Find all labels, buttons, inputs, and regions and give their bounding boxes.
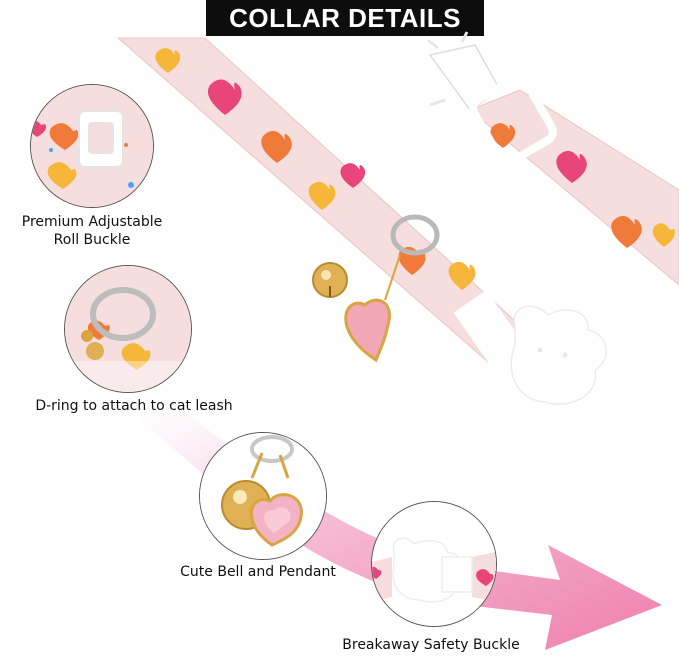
banner-title: COLLAR DETAILS [229,2,461,33]
breakaway-buckle [453,289,608,405]
heart-pendant [344,254,401,363]
collar-strap-right [469,89,679,286]
roll-buckle-caption-line1: Premium Adjustable [21,214,163,230]
d-ring [390,214,440,256]
bell [312,262,348,298]
collar-strap [116,37,526,363]
roll-buckle-caption-line2: Roll Buckle [53,232,131,248]
safety-buckle-caption: Breakaway Safety Buckle [342,637,520,653]
safety-buckle-callout [371,501,497,627]
safety-buckle-icon [372,502,496,626]
arrow-graphic [130,385,662,650]
d-ring-icon [65,266,191,392]
buckle-top [427,31,557,166]
d-ring-caption: D-ring to attach to cat leash [35,398,233,414]
d-ring-callout [64,265,192,393]
collar-details-banner: COLLAR DETAILS [206,0,484,36]
bell-pendant-icon [200,433,326,559]
roll-buckle-callout [30,84,154,208]
roll-buckle-icon [31,85,153,207]
roll-buckle-caption: Premium Adjustable Roll Buckle [12,213,172,249]
bell-pendant-caption: Cute Bell and Pendant [180,564,336,580]
bell-pendant-callout [199,432,327,560]
